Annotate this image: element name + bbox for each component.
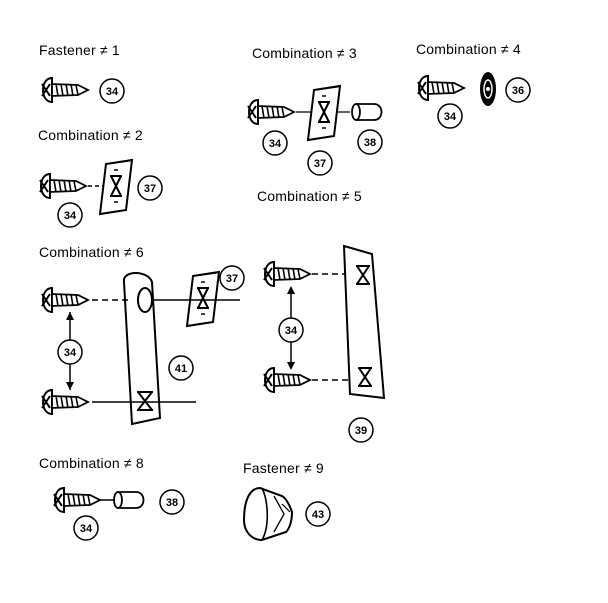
svg-text:38: 38 — [364, 137, 376, 149]
svg-text:34: 34 — [106, 86, 119, 98]
screw-combination-5-lower — [263, 367, 311, 393]
title-combination-4: Combination ≠ 4 — [416, 41, 521, 57]
callout-34-c2: 34 — [57, 202, 83, 228]
grommet-combination-8 — [113, 491, 145, 509]
clip-nut-combination-2 — [99, 159, 133, 215]
screw-combination-5-upper — [263, 261, 311, 287]
title-combination-8: Combination ≠ 8 — [39, 455, 144, 471]
washer-combination-4 — [480, 72, 496, 106]
title-combination-5: Combination ≠ 5 — [257, 188, 362, 204]
callout-34-c8: 34 — [73, 515, 99, 541]
callout-37-c2: 37 — [137, 175, 163, 201]
clip-nut-combination-6 — [186, 271, 220, 327]
title-fastener-1: Fastener ≠ 1 — [39, 42, 120, 58]
callout-34-c4: 34 — [437, 103, 463, 129]
title-combination-3: Combination ≠ 3 — [252, 45, 357, 61]
callout-34-c5: 34 — [278, 317, 304, 343]
bracket-combination-6 — [123, 272, 162, 426]
callout-39-c5: 39 — [348, 417, 374, 443]
callout-43-f9: 43 — [305, 501, 331, 527]
screw-combination-4 — [417, 75, 465, 101]
svg-text:41: 41 — [175, 363, 187, 375]
svg-text:34: 34 — [285, 325, 298, 337]
svg-text:37: 37 — [226, 273, 238, 285]
clip-nut-combination-3 — [307, 85, 341, 141]
callout-38-c8: 38 — [159, 489, 185, 515]
svg-text:43: 43 — [312, 509, 324, 521]
svg-text:37: 37 — [144, 183, 156, 195]
title-fastener-9: Fastener ≠ 9 — [243, 460, 324, 476]
callout-34-c6: 34 — [57, 339, 83, 365]
screw-fastener-1 — [41, 77, 89, 103]
callout-37-c3: 37 — [307, 150, 333, 176]
callout-34-f1: 34 — [99, 78, 125, 104]
title-combination-2: Combination ≠ 2 — [38, 127, 143, 143]
screw-combination-6-lower — [41, 389, 89, 415]
screw-combination-6-upper — [41, 287, 89, 313]
svg-text:34: 34 — [64, 347, 77, 359]
svg-text:39: 39 — [355, 425, 367, 437]
svg-text:34: 34 — [444, 111, 457, 123]
callout-34-c3: 34 — [262, 130, 288, 156]
svg-text:34: 34 — [64, 210, 77, 222]
screw-combination-3 — [247, 99, 295, 125]
long-clip-nut-combination-5 — [342, 244, 386, 400]
callout-36-c4: 36 — [505, 77, 531, 103]
svg-text:34: 34 — [269, 138, 282, 150]
grommet-combination-3 — [351, 103, 383, 121]
svg-text:36: 36 — [512, 85, 524, 97]
svg-text:38: 38 — [166, 497, 178, 509]
svg-text:34: 34 — [80, 523, 93, 535]
push-pin-fastener-9 — [242, 486, 294, 542]
svg-text:37: 37 — [314, 158, 326, 170]
screw-combination-8 — [53, 487, 101, 513]
title-combination-6: Combination ≠ 6 — [39, 244, 144, 260]
callout-41-c6: 41 — [168, 355, 194, 381]
callout-38-c3: 38 — [357, 129, 383, 155]
callout-37-c6: 37 — [219, 265, 245, 291]
screw-combination-2 — [39, 173, 87, 199]
